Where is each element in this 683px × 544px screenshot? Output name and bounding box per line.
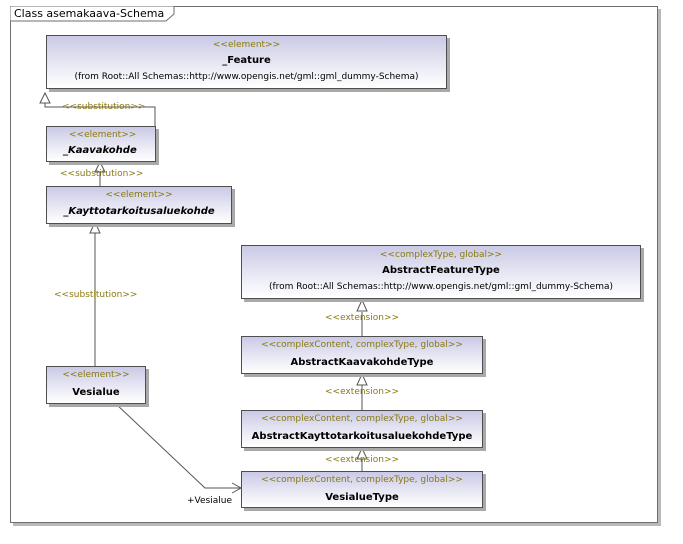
association-role-label: +Vesialue (187, 496, 232, 506)
substitution-label: <<substitution>> (60, 169, 144, 179)
class-kaavakohde[interactable]: <<element>> _Kaavakohde (46, 126, 156, 162)
stereotype-label: <<element>> (62, 370, 130, 380)
frame-title: Class asemakaava-Schema (14, 7, 165, 20)
class-name: VesialueType (325, 492, 399, 503)
stereotype-label: <<complexType, global>> (379, 250, 503, 260)
substitution-label: <<substitution>> (62, 102, 146, 112)
stereotype-label: <<element>> (212, 40, 281, 50)
stereotype-label: <<element>> (105, 190, 173, 200)
class-name: Vesialue (72, 387, 120, 398)
extension-label: <<extension>> (325, 387, 400, 397)
class-name: _Feature (222, 55, 271, 66)
frame-tab (10, 6, 175, 22)
class-name: _Kayttotarkoitusaluekohde (63, 206, 215, 217)
class-name: AbstractFeatureType (382, 265, 500, 276)
extension-label: <<extension>> (325, 455, 400, 465)
class-kayttotarkoitusaluekohde[interactable]: <<element>> _Kayttotarkoitusaluekohde (46, 186, 232, 224)
class-name: AbstractKaavakohdeType (290, 357, 434, 368)
class-feature[interactable]: <<element>> _Feature (from Root::All Sch… (46, 35, 447, 89)
extension-label: <<extension>> (325, 313, 400, 323)
class-abstract-kayttotarkoitus-type[interactable]: <<complexContent, complexType, global>> … (241, 410, 483, 448)
class-abstract-feature-type[interactable]: <<complexType, global>> AbstractFeatureT… (241, 245, 641, 299)
package-path: (from Root::All Schemas::http://www.open… (268, 282, 614, 292)
class-vesialue-type[interactable]: <<complexContent, complexType, global>> … (241, 471, 483, 508)
stereotype-label: <<complexContent, complexType, global>> (261, 340, 463, 350)
stereotype-label: <<element>> (69, 130, 137, 140)
stereotype-label: <<complexContent, complexType, global>> (261, 475, 463, 485)
class-name: AbstractKayttotarkoitusaluekohdeType (251, 431, 473, 442)
substitution-label: <<substitution>> (54, 290, 138, 300)
package-path: (from Root::All Schemas::http://www.open… (74, 72, 419, 82)
class-name: _Kaavakohde (63, 145, 137, 156)
class-abstract-kaavakohde-type[interactable]: <<complexContent, complexType, global>> … (241, 336, 483, 374)
stereotype-label: <<complexContent, complexType, global>> (261, 414, 463, 424)
class-vesialue[interactable]: <<element>> Vesialue (46, 366, 146, 404)
